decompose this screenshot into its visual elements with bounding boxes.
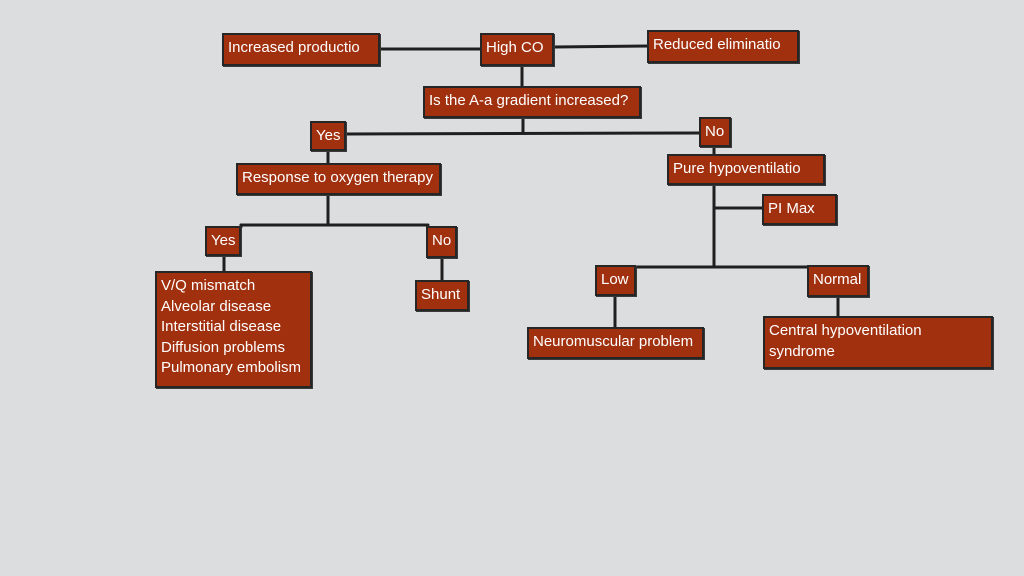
low-label: Low [601,271,629,288]
pure-hypoventilation-node: Pure hypoventilatio [667,154,825,185]
increased-production-node: Increased productio [222,33,380,66]
vq-cause-item: Alveolar disease [161,297,272,315]
shunt-node: Shunt [415,280,469,311]
low-node: Low [595,265,636,296]
yes-aa-node: Yes [310,121,346,151]
yes-oxygen-node: Yes [205,226,241,256]
connector-aa-branch-horizontal [344,131,702,136]
response-oxygen-node: Response to oxygen therapy [236,163,441,195]
central-hypoventilation-line: Central hypoventilation [769,322,922,339]
central-hypoventilation-line: syndrome [769,342,835,360]
no-aa-label: No [705,123,725,140]
no-oxygen-node: No [426,226,457,258]
no-oxygen-label: No [432,232,452,249]
connector-highco2-to-elimination [552,44,652,49]
vq-cause-item: Diffusion problems [161,338,285,356]
reduced-elimination-node: Reduced eliminatio [647,30,799,63]
neuromuscular-problem-label: Neuromuscular problem [533,333,694,350]
shunt-label: Shunt [421,286,461,303]
normal-node: Normal [807,265,869,297]
vq-cause-item: V/Q mismatch [161,277,256,294]
central-hypoventilation-node: Central hypoventilation syndrome [763,316,993,369]
pi-max-node: PI Max [762,194,837,225]
aa-gradient-question-label: Is the A-a gradient increased? [429,92,629,109]
vq-causes-node: V/Q mismatch Alveolar disease Interstiti… [155,271,312,388]
aa-gradient-question-node: Is the A-a gradient increased? [423,86,641,118]
neuromuscular-problem-node: Neuromuscular problem [527,327,704,359]
high-co2-node: High CO [480,33,554,66]
normal-label: Normal [813,271,862,288]
increased-production-label: Increased productio [228,39,360,56]
pi-max-label: PI Max [768,200,815,217]
no-aa-node: No [699,117,731,147]
yes-aa-label: Yes [316,127,341,144]
pure-hypoventilation-label: Pure hypoventilatio [673,160,801,177]
vq-cause-item: Pulmonary embolism [161,359,302,376]
reduced-elimination-label: Reduced eliminatio [653,36,781,53]
response-oxygen-label: Response to oxygen therapy [242,169,433,186]
yes-oxygen-label: Yes [211,232,236,249]
vq-cause-item: Interstitial disease [161,318,282,335]
high-co2-label: High CO [486,39,544,56]
